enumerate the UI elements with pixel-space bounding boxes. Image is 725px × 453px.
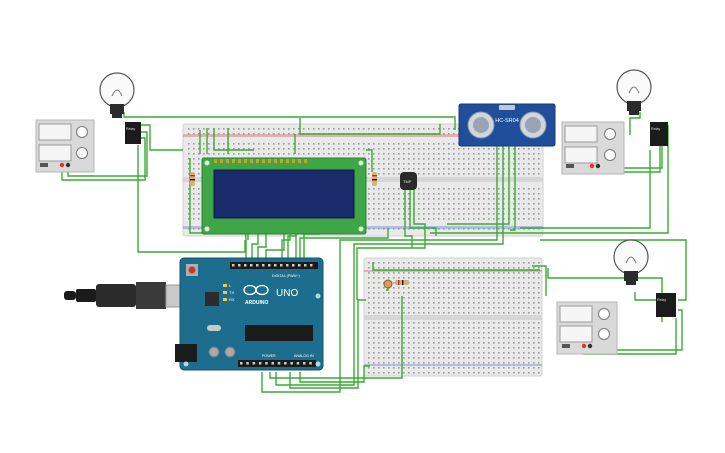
wire	[269, 296, 403, 379]
wire	[275, 146, 504, 386]
tx-led-label: TX	[229, 290, 234, 295]
wire	[629, 112, 641, 135]
relay-label: Relay	[126, 127, 135, 131]
power-supply-top-right[interactable]	[561, 121, 625, 175]
wire	[366, 149, 373, 172]
power-supply-bottom-right[interactable]	[556, 301, 618, 355]
lcd-display[interactable]	[201, 157, 367, 235]
arduino-logo-icon	[243, 284, 269, 296]
wire	[213, 128, 254, 151]
resistor[interactable]	[190, 172, 195, 186]
wire	[404, 190, 413, 248]
relay-left[interactable]: Relay	[125, 122, 141, 144]
wire	[257, 226, 267, 262]
wire	[251, 226, 259, 262]
light-bulb-top-right[interactable]	[616, 69, 652, 115]
relay-bottom-right[interactable]: Relay	[656, 293, 676, 317]
usb-cable	[64, 282, 193, 309]
photoresistor[interactable]	[383, 279, 393, 289]
wires	[61, 112, 687, 393]
wire	[299, 118, 441, 135]
wire	[540, 239, 687, 301]
sensor-label: HC-SR04	[495, 118, 519, 124]
wire	[356, 190, 426, 300]
wire	[520, 150, 651, 229]
power-supply-left[interactable]	[35, 119, 95, 173]
wire	[634, 292, 660, 301]
light-bulb-left[interactable]	[99, 72, 135, 118]
wire	[265, 232, 285, 262]
wire	[289, 299, 366, 389]
wire	[123, 112, 456, 130]
arduino-uno[interactable]: L TX RX ARDUINO UNO DIGITAL (PWM~) POWER…	[64, 257, 324, 371]
wire	[140, 124, 183, 151]
temperature-sensor[interactable]: TMP	[400, 172, 417, 190]
ultrasonic-sensor[interactable]: HC-SR04	[458, 103, 556, 147]
bottom-breadboard-holes	[368, 262, 540, 374]
wire	[409, 190, 437, 236]
wire	[61, 137, 146, 181]
wire	[510, 146, 516, 231]
light-bulb-bottom-right[interactable]	[613, 239, 649, 285]
l-led-label: L	[229, 283, 232, 288]
rx-led-label: RX	[229, 297, 235, 302]
arduino-header-pins	[232, 264, 313, 365]
wire	[137, 145, 246, 253]
wire	[299, 365, 370, 383]
digital-label: DIGITAL (PWM~)	[272, 274, 300, 278]
temp-sensor-label: TMP	[403, 179, 412, 184]
bottom-breadboard[interactable]	[363, 257, 543, 377]
wire	[299, 228, 389, 258]
relay-label: Relay	[651, 127, 660, 131]
relay-top-right[interactable]: Relay	[650, 122, 668, 146]
analog-label: ANALOG IN	[294, 354, 314, 358]
arduino-model: UNO	[276, 288, 298, 299]
resistor[interactable]	[395, 280, 409, 285]
arduino-logo-text: ARDUINO	[245, 300, 268, 306]
lcd-pin-header	[214, 159, 307, 163]
power-label: POWER	[262, 354, 276, 358]
wire	[532, 265, 547, 296]
resistor[interactable]	[372, 172, 377, 186]
wire	[372, 262, 540, 271]
wire	[447, 146, 510, 225]
relay-label: Relay	[657, 298, 666, 302]
